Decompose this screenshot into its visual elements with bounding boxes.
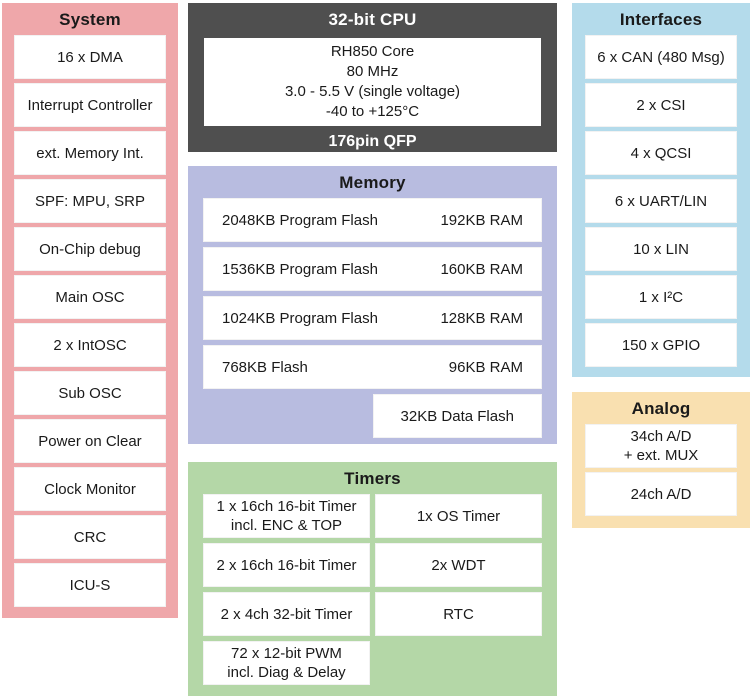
system-item-list: 16 x DMA Interrupt Controller ext. Memor… [2,35,178,619]
interfaces-item-qcsi: 4 x QCSI [585,131,737,175]
timers-cell-16ch-enc-top: 1 x 16ch 16-bit Timer incl. ENC & TOP [203,494,370,538]
system-item-interrupt-controller: Interrupt Controller [14,83,166,127]
timers-grid: 1 x 16ch 16-bit Timer incl. ENC & TOP 1x… [188,494,557,697]
interfaces-item-gpio: 150 x GPIO [585,323,737,367]
cpu-package-label: 176pin QFP [328,133,417,150]
memory-data-flash-box: 32KB Data Flash [372,394,542,438]
timers-cell-rtc: RTC [375,592,542,636]
system-item-power-on-clear: Power on Clear [14,419,166,463]
memory-row: 2048KB Program Flash 192KB RAM [203,198,542,242]
panel-analog: Analog 34ch A/D + ext. MUX 24ch A/D [572,392,750,528]
system-item-main-osc: Main OSC [14,275,166,319]
system-item-ext-memory-int: ext. Memory Int. [14,131,166,175]
system-item-icu-s: ICU-S [14,563,166,607]
system-title: System [59,10,121,29]
system-item-intosc: 2 x IntOSC [14,323,166,367]
memory-row: 1024KB Program Flash 128KB RAM [203,296,542,340]
memory-flash-label: 1536KB Program Flash [222,260,378,278]
memory-row-list: 2048KB Program Flash 192KB RAM 1536KB Pr… [188,198,557,448]
analog-item-34ch-ad: 34ch A/D + ext. MUX [585,424,737,468]
memory-ram-label: 128KB RAM [440,309,523,327]
memory-flash-label: 768KB Flash [222,358,308,376]
system-item-crc: CRC [14,515,166,559]
interfaces-item-lin: 10 x LIN [585,227,737,271]
panel-interfaces: Interfaces 6 x CAN (480 Msg) 2 x CSI 4 x… [572,3,750,377]
system-item-sub-osc: Sub OSC [14,371,166,415]
memory-ram-label: 192KB RAM [440,211,523,229]
cpu-core-box: RH850 Core 80 MHz 3.0 - 5.5 V (single vo… [204,38,541,126]
system-item-clock-monitor: Clock Monitor [14,467,166,511]
memory-row: 1536KB Program Flash 160KB RAM [203,247,542,291]
analog-item-24ch-ad: 24ch A/D [585,472,737,516]
memory-ram-label: 160KB RAM [440,260,523,278]
interfaces-item-can: 6 x CAN (480 Msg) [585,35,737,79]
memory-flash-label: 1024KB Program Flash [222,309,378,327]
panel-memory: Memory 2048KB Program Flash 192KB RAM 15… [188,166,557,444]
memory-ram-label: 96KB RAM [448,358,523,376]
interfaces-item-i2c: 1 x I²C [585,275,737,319]
interfaces-item-list: 6 x CAN (480 Msg) 2 x CSI 4 x QCSI 6 x U… [572,35,750,379]
panel-timers: Timers 1 x 16ch 16-bit Timer incl. ENC &… [188,462,557,696]
timers-cell-32bit-timer: 2 x 4ch 32-bit Timer [203,592,370,636]
memory-row: 768KB Flash 96KB RAM [203,345,542,389]
memory-flash-label: 2048KB Program Flash [222,211,378,229]
memory-title: Memory [339,173,406,192]
timers-cell-os-timer: 1x OS Timer [375,494,542,538]
system-item-dma: 16 x DMA [14,35,166,79]
panel-cpu: 32-bit CPU RH850 Core 80 MHz 3.0 - 5.5 V… [188,3,557,152]
cpu-title: 32-bit CPU [328,10,417,29]
timers-cell-pwm: 72 x 12-bit PWM incl. Diag & Delay [203,641,370,685]
interfaces-item-csi: 2 x CSI [585,83,737,127]
timers-cell-16ch-timer: 2 x 16ch 16-bit Timer [203,543,370,587]
interfaces-item-uart-lin: 6 x UART/LIN [585,179,737,223]
system-item-spf-mpu-srp: SPF: MPU, SRP [14,179,166,223]
analog-title: Analog [631,399,691,418]
system-item-on-chip-debug: On-Chip debug [14,227,166,271]
panel-system: System 16 x DMA Interrupt Controller ext… [2,3,178,618]
timers-cell-wdt: 2x WDT [375,543,542,587]
timers-title: Timers [344,469,401,488]
interfaces-title: Interfaces [619,10,703,29]
analog-item-list: 34ch A/D + ext. MUX 24ch A/D [572,424,750,528]
